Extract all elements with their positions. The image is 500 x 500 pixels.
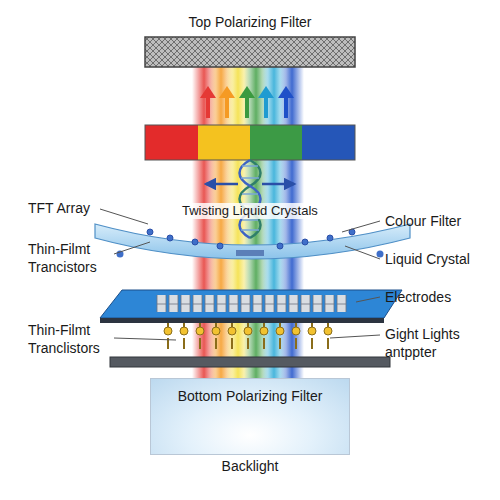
helix-strand [240, 160, 261, 238]
molecule [302, 239, 308, 245]
orange-arrow-head [219, 86, 235, 98]
part-label: Colour Filter [385, 213, 493, 231]
blue-arrow-head [278, 86, 294, 98]
blue-subpixel [302, 125, 355, 160]
blue-arrow-shaft [284, 96, 288, 118]
leader-line [356, 297, 380, 302]
leader-line [100, 209, 148, 224]
red-arrow-shaft [206, 96, 210, 118]
cyan-arrow-head [258, 86, 274, 98]
red-subpixel [145, 125, 198, 160]
green-subpixel [250, 125, 302, 160]
cyan-arrow-shaft [264, 96, 268, 118]
leader-line [330, 335, 380, 338]
part-label: TFT Array [28, 200, 100, 218]
tft-cell [236, 250, 264, 256]
up-arrows [200, 86, 294, 118]
leader-line [114, 242, 150, 254]
twist-arrow [262, 183, 294, 186]
part-label: Twisting Liquid Crystals [179, 203, 321, 219]
part-label: Thin-Filmt Trancistors [28, 241, 110, 276]
leader-line [342, 221, 380, 232]
molecule [192, 239, 198, 245]
green-arrow-shaft [245, 96, 249, 118]
part-label: Gight Lights antppter [385, 326, 481, 361]
transistor-pins [160, 323, 336, 349]
red-arrow-head [200, 86, 216, 98]
molecule [377, 251, 384, 258]
electrode-array [156, 295, 348, 312]
orange-arrow-shaft [225, 96, 229, 118]
part-label: Thin-Filmt Tranclistors [28, 322, 110, 357]
top-polarizer [145, 37, 355, 67]
panel-label: Bottom Polarizing Filter [151, 379, 349, 405]
crystal-molecules [147, 229, 355, 249]
molecule [167, 235, 173, 241]
leaders [100, 209, 380, 340]
panel-caption: Backlight [151, 458, 349, 475]
molecule [147, 229, 153, 235]
helix-rungs [241, 166, 259, 230]
backlight-panel: Bottom Polarizing FilterBacklight [150, 378, 350, 455]
plate-edge [100, 318, 384, 323]
molecule [217, 243, 223, 249]
colour-bar-outline [145, 125, 355, 160]
electrode-plate [100, 290, 402, 318]
part-title: Top Polarizing Filter [150, 14, 350, 32]
molecule [327, 235, 333, 241]
green-arrow-head [239, 86, 255, 98]
twist-arrow [206, 183, 238, 186]
leader-line [114, 338, 176, 340]
yellow-subpixel [198, 125, 250, 160]
part-label: Liquid Crystal [385, 251, 493, 269]
part-label: Electrodes [385, 289, 493, 307]
leader-line [345, 246, 380, 259]
helix-strand [240, 160, 261, 238]
molecule [277, 243, 283, 249]
tft-glass-sheet [95, 224, 410, 259]
base-bar [110, 357, 390, 367]
